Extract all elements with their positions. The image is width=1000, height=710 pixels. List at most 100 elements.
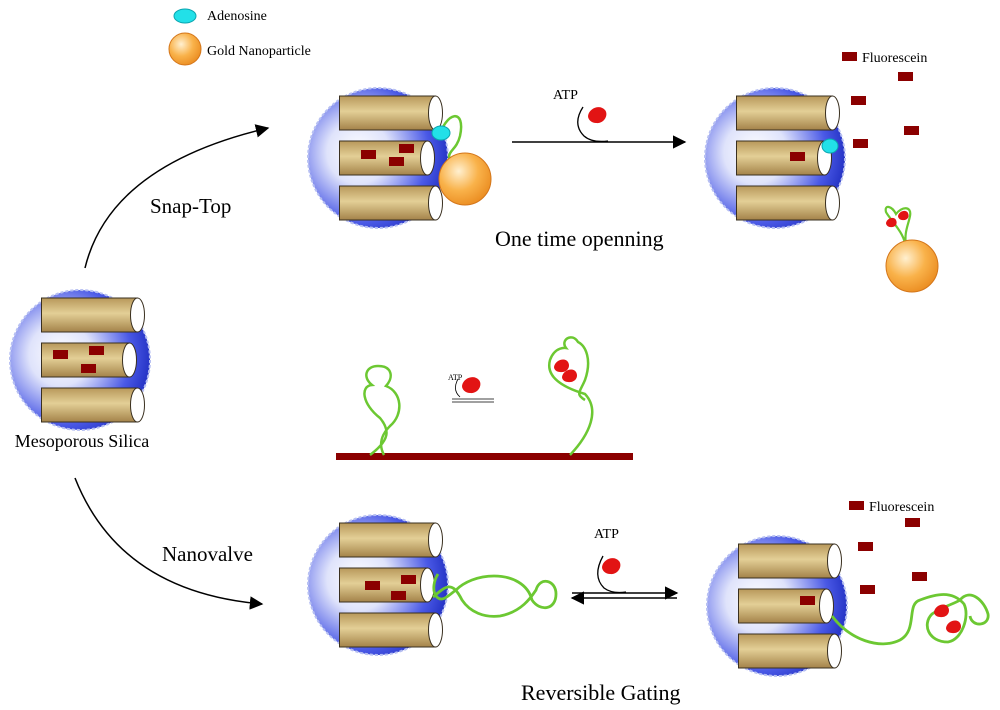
- aptamer-bound: [548, 336, 594, 456]
- atp-icon: [462, 377, 481, 394]
- pore-channel: [339, 522, 436, 558]
- silica-particle: [706, 535, 848, 677]
- atp-step-top: ATP: [512, 88, 687, 149]
- fluorescein-bottom-label: Fluorescein: [869, 500, 934, 515]
- silica-particle: [9, 289, 151, 431]
- cargo-molecule: [389, 157, 404, 166]
- atp-bound-icon: [886, 217, 897, 228]
- pore-channel: [738, 588, 827, 624]
- cargo-molecule: [391, 591, 406, 600]
- caption-bottom: Reversible Gating: [521, 680, 680, 705]
- atp-icon: [588, 107, 607, 124]
- fluorescein-molecule: [860, 585, 875, 594]
- pore-channel: [736, 185, 833, 221]
- atp-label: ATP: [594, 527, 619, 542]
- route-arrow-bottom: [74, 477, 264, 610]
- pore-channel: [41, 297, 138, 333]
- atp-bound-icon: [554, 359, 570, 373]
- legend-gold-label: Gold Nanoparticle: [207, 44, 311, 59]
- nanovalve-closed: [307, 514, 558, 656]
- mesoporous-silica-start: Mesoporous Silica: [9, 289, 151, 451]
- pore-opening: [819, 588, 834, 624]
- gold-nanoparticle-cap: [438, 152, 492, 206]
- route-arrow-top: [84, 124, 270, 269]
- dna-valve-closed: [432, 573, 558, 618]
- pore-opening: [827, 543, 842, 579]
- cargo-molecule: [399, 144, 414, 153]
- pore-opening: [122, 342, 137, 378]
- dna-linker: [436, 115, 463, 163]
- snap-top-closed: [307, 87, 492, 229]
- cargo-molecule: [81, 364, 96, 373]
- adenosine-legend-icon: [173, 8, 197, 24]
- cargo-molecule: [365, 581, 380, 590]
- pore-opening: [825, 185, 840, 221]
- silica-particle: [307, 87, 449, 229]
- pore-opening: [428, 185, 443, 221]
- fluorescein-molecule: [905, 518, 920, 527]
- fluorescein-molecule: [853, 139, 868, 148]
- fluorescein-molecule: [904, 126, 919, 135]
- pore-opening: [428, 95, 443, 131]
- cargo-molecule: [89, 346, 104, 355]
- aptamer-unbound: [363, 364, 401, 456]
- fluorescein-legend-icon: [842, 52, 857, 61]
- pore-channel: [738, 543, 835, 579]
- atp-bound-icon: [946, 620, 962, 634]
- fluorescein-molecule: [912, 572, 927, 581]
- cargo-molecule: [800, 596, 815, 605]
- atp-bound-icon: [934, 604, 950, 618]
- pore-channel: [738, 633, 835, 669]
- pore-channel: [41, 387, 138, 423]
- pore-channel: [339, 95, 436, 131]
- atp-bound-icon: [562, 369, 578, 383]
- pore-channel: [736, 140, 825, 176]
- fluorescein-molecule: [898, 72, 913, 81]
- nanovalve-opened: [706, 535, 990, 677]
- cargo-molecule: [361, 150, 376, 159]
- cargo-molecule: [401, 575, 416, 584]
- pore-channel: [339, 140, 428, 176]
- adenosine-cap-icon: [431, 125, 451, 141]
- pore-opening: [420, 567, 435, 603]
- pore-opening: [420, 140, 435, 176]
- pore-channel: [339, 612, 436, 648]
- caption-top: One time openning: [495, 226, 664, 251]
- pore-opening: [130, 387, 145, 423]
- pore-channel: [339, 567, 428, 603]
- atp-label: ATP: [553, 88, 578, 103]
- atp-label-small: ATP: [448, 373, 463, 382]
- cargo-molecule: [53, 350, 68, 359]
- silica-particle: [704, 87, 846, 229]
- atp-icon: [602, 558, 621, 575]
- route-top-label: Snap-Top: [150, 194, 231, 218]
- silica-particle: [307, 514, 449, 656]
- route-bottom-label: Nanovalve: [162, 542, 253, 566]
- pore-opening: [428, 612, 443, 648]
- released-fluorescein-bottom: Fluorescein: [849, 500, 934, 594]
- pore-opening: [428, 522, 443, 558]
- snap-top-opened: [704, 87, 846, 229]
- legend: Adenosine Gold Nanoparticle: [168, 8, 311, 66]
- fluorescein-top-label: Fluorescein: [862, 51, 927, 66]
- pore-opening: [825, 95, 840, 131]
- fluorescein-molecule: [858, 542, 873, 551]
- fluorescein-molecule: [851, 96, 866, 105]
- substrate-surface: [336, 453, 633, 460]
- legend-adenosine-label: Adenosine: [207, 9, 267, 24]
- released-fluorescein-top: Fluorescein: [842, 51, 927, 148]
- gold-nanoparticle-legend-icon: [168, 32, 202, 66]
- start-material-label: Mesoporous Silica: [15, 431, 150, 451]
- pore-channel: [339, 185, 436, 221]
- pore-channel: [736, 95, 833, 131]
- aptamer-surface-scheme: ATP: [336, 336, 633, 460]
- released-gold-complex: [884, 205, 939, 293]
- adenosine-stub-icon: [821, 138, 839, 154]
- dna-valve-open: [830, 593, 990, 646]
- pore-opening: [130, 297, 145, 333]
- atp-step-bottom: ATP: [570, 527, 679, 605]
- cargo-molecule: [790, 152, 805, 161]
- pore-opening: [827, 633, 842, 669]
- atp-hook: [455, 378, 461, 398]
